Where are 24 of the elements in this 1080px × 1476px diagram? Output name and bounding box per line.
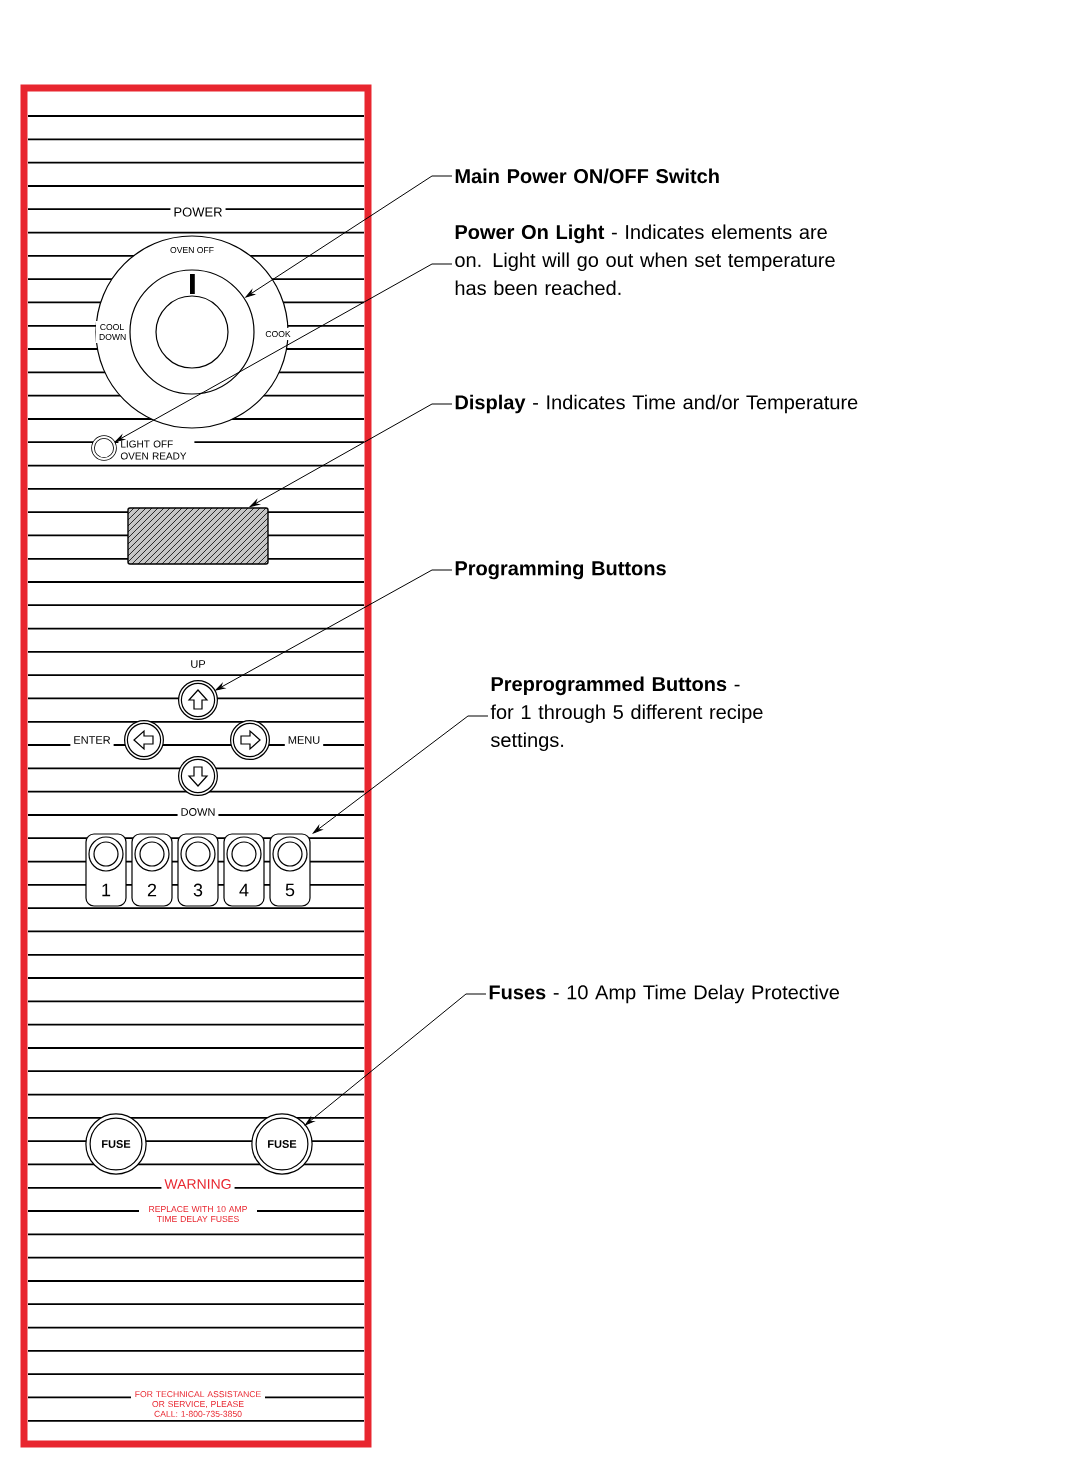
- arrow-button: [230, 720, 270, 760]
- arrow-button: [124, 720, 164, 760]
- leader-line: [312, 715, 489, 834]
- power-switch: [129, 269, 255, 395]
- callout-text: Fuses - 10 Amp Time Delay Protective: [489, 984, 840, 1004]
- number-button: 3: [177, 833, 219, 907]
- callout-text: Programming Buttons: [455, 560, 666, 580]
- number-button: 4: [223, 833, 265, 907]
- callout-text: Preprogrammed Buttons - for 1 through 5 different recipe settings.: [490, 676, 763, 752]
- callout-text: Display - Indicates Time and/or Temperature: [455, 394, 858, 414]
- callout-text: Main Power ON/OFF Switch: [455, 168, 719, 184]
- leader-line: [215, 569, 453, 691]
- arrow-button: [178, 680, 218, 720]
- leader-line: [245, 175, 453, 298]
- arrow-button: [178, 756, 218, 796]
- indicator-light: [91, 435, 117, 461]
- leader-line: [249, 403, 453, 507]
- leader-line: [305, 993, 487, 1126]
- leader-line: [115, 263, 453, 443]
- callout-text: Power On Light - Indicates elements are on. Light will go out when set temperature has been reached.: [455, 224, 835, 296]
- number-button: 5: [269, 833, 311, 907]
- number-button: 1: [85, 833, 127, 907]
- number-button: 2: [131, 833, 173, 907]
- display-window: [127, 507, 269, 565]
